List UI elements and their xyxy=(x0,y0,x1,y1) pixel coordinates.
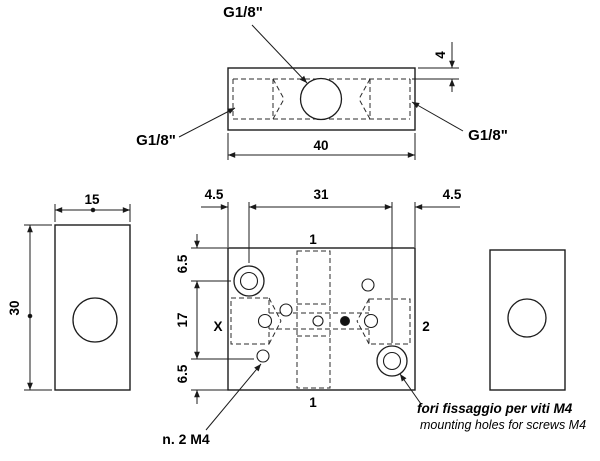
hidden-vertical-port xyxy=(296,250,331,389)
g18-right-label: G1/8" xyxy=(468,127,508,144)
dim-40-label: 40 xyxy=(313,138,328,153)
center-mark-dot xyxy=(90,207,96,213)
dim-17-label: 17 xyxy=(175,312,190,327)
left-view-outline xyxy=(54,224,131,391)
leader-line xyxy=(399,373,422,405)
port1-bottom-label: 1 xyxy=(309,395,317,410)
center-mark-dot xyxy=(27,313,33,319)
port-callouts: G1/8" G1/8" G1/8" xyxy=(136,4,508,149)
port2-label: 2 xyxy=(422,319,430,334)
top-view-outline xyxy=(227,67,416,131)
right-view-outline xyxy=(489,249,566,391)
top-port-circle xyxy=(299,77,343,121)
drill-tip-line xyxy=(356,320,370,345)
dim-4-label: 4 xyxy=(433,51,448,59)
drill-tip-line xyxy=(272,78,285,100)
notes: n. 2 M4 fori fissaggio per viti M4 mount… xyxy=(162,363,586,447)
hidden-port-2 xyxy=(368,298,411,345)
dim-6p5-top-label: 6.5 xyxy=(175,254,190,273)
dim-4p5-right-label: 4.5 xyxy=(443,187,462,202)
drill-tip-line xyxy=(356,298,370,322)
dim-4p5-left-label: 4.5 xyxy=(205,187,224,202)
drill-tip-line xyxy=(358,98,371,120)
fixing-note-english: mounting holes for screws M4 xyxy=(420,418,586,432)
top-view xyxy=(227,67,416,131)
small-hole xyxy=(363,313,379,329)
m4-note-label: n. 2 M4 xyxy=(162,431,210,447)
counterbore-hole-inner xyxy=(239,271,259,291)
right-side-view xyxy=(489,249,566,391)
small-hole xyxy=(257,313,273,329)
drill-tip-line xyxy=(268,297,282,322)
leader-line xyxy=(178,107,236,138)
leader-line xyxy=(251,24,308,84)
left-side-view: 15 30 xyxy=(7,192,131,391)
counterbore-hole-inner xyxy=(382,351,402,371)
front-view-v-dimensions: 6.5 17 6.5 xyxy=(175,234,254,404)
front-view-h-dimensions: 4.5 31 4.5 xyxy=(201,187,462,343)
side-port-circle xyxy=(72,297,118,343)
dim-6p5-bottom-label: 6.5 xyxy=(175,364,190,383)
drill-tip-line xyxy=(268,320,282,345)
front-view-outline xyxy=(227,247,416,391)
port1-top-label: 1 xyxy=(309,232,317,247)
dim-15-label: 15 xyxy=(84,192,100,207)
top-view-dimensions: 40 4 xyxy=(227,42,459,160)
fixing-note-italian: fori fissaggio per viti M4 xyxy=(417,401,573,416)
dim-30-label: 30 xyxy=(7,300,22,315)
small-hole xyxy=(312,315,324,327)
drill-tip-line xyxy=(272,98,285,120)
leader-line xyxy=(411,101,464,132)
small-hole xyxy=(279,303,293,317)
front-view: 1 1 X 2 xyxy=(213,232,429,410)
g18-left-label: G1/8" xyxy=(136,132,176,149)
orifice-dot xyxy=(340,316,350,326)
side-port-circle xyxy=(507,298,547,338)
m4-thread-hole xyxy=(361,278,375,292)
portx-label: X xyxy=(213,319,222,334)
leader-line xyxy=(205,363,262,431)
m4-thread-hole xyxy=(256,349,270,363)
dim-31-label: 31 xyxy=(313,187,329,202)
drill-tip-line xyxy=(358,78,371,100)
g18-top-label: G1/8" xyxy=(223,4,263,21)
